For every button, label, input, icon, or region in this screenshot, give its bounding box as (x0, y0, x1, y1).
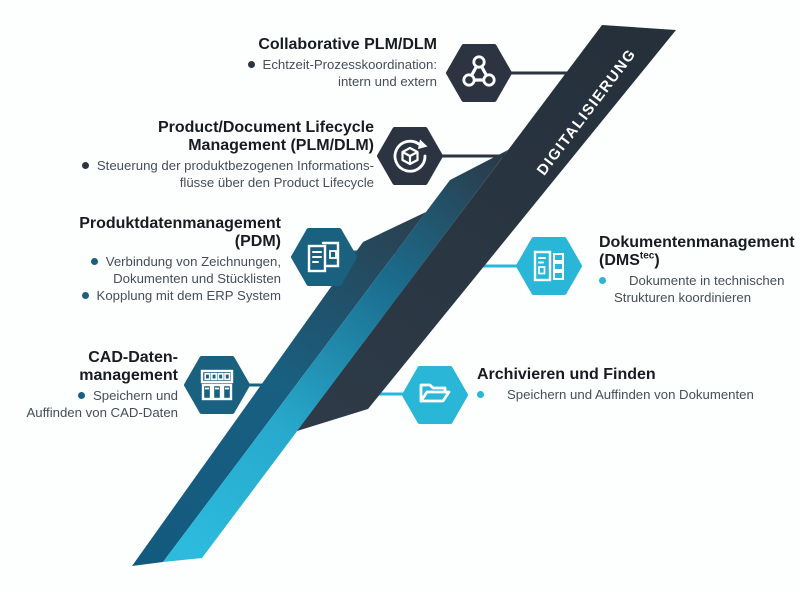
item-title: Management (PLM/DLM) (188, 137, 374, 154)
bullet-dot (477, 391, 484, 398)
item-title: management (79, 367, 178, 384)
item-title: (DMStec) (599, 250, 660, 269)
cyan-stripe (163, 150, 508, 562)
hexagon-plm-dlm (377, 127, 443, 185)
lifecycle-icon (393, 139, 428, 173)
item-title: Collaborative PLM/DLM (258, 36, 437, 53)
bullet-dot (247, 61, 255, 68)
bullet-text: flüsse über den Product Lifecycle (179, 175, 374, 190)
bullet-text: Speichern und Auffinden von Dokumenten (507, 387, 754, 402)
open-folder-icon (419, 383, 451, 403)
bullet-text: Kopplung mit dem ERP System (96, 288, 281, 303)
documents-icon (307, 241, 340, 273)
hexagon-cad (184, 356, 250, 414)
digitalisierung-band (297, 25, 676, 431)
item-cad: CAD-Daten- management Speichern und Auff… (26, 349, 178, 421)
hexagon-dms (516, 237, 582, 295)
bullet-text: Dokumente in technischen (629, 273, 785, 288)
teal-stripe (132, 212, 426, 566)
bullet-dot (81, 162, 89, 169)
item-title: Dokumentenmanagement (599, 234, 795, 251)
hexagon-pdm (291, 228, 357, 286)
item-title: Archivieren und Finden (477, 366, 656, 383)
structured-document-icon (533, 250, 564, 282)
hexagon-collaborative-plm (446, 44, 512, 102)
item-collaborative-plm: Collaborative PLM/DLM Echtzeit-Prozessko… (247, 36, 437, 90)
bullet-dot (81, 292, 89, 299)
item-pdm: Produktdatenmanagement (PDM) Verbindung … (79, 215, 281, 304)
item-archive: Archivieren und Finden Speichern und Auf… (477, 366, 754, 403)
item-plm-dlm: Product/Document Lifecycle Management (P… (81, 119, 374, 191)
bullet-text: Steuerung der produktbezogenen Informati… (96, 158, 374, 173)
item-title: Product/Document Lifecycle (157, 119, 374, 136)
item-title: (PDM) (234, 233, 281, 250)
cad-cabinet-icon (200, 369, 234, 401)
item-title: Produktdatenmanagement (79, 215, 281, 232)
item-dms: Dokumentenmanagement (DMStec) Dokumente … (599, 234, 795, 306)
bullet-dot (77, 392, 85, 399)
bullet-text: Verbindung von Zeichnungen, (105, 254, 281, 269)
bullet-text: Auffinden von CAD-Daten (26, 405, 178, 420)
bullet-text: Dokumenten und Stücklisten (113, 271, 281, 286)
network-icon (462, 55, 496, 87)
bullet-dot (90, 258, 98, 265)
bullet-dot (599, 277, 606, 284)
bullet-text: Echtzeit-Prozesskoordination: (262, 57, 437, 72)
bullet-text: Speichern und (92, 388, 178, 403)
hexagon-archive (402, 366, 468, 424)
bullet-text: Strukturen koordinieren (614, 290, 752, 305)
item-title: CAD-Daten- (88, 349, 178, 366)
bullet-text: intern und extern (338, 74, 437, 89)
